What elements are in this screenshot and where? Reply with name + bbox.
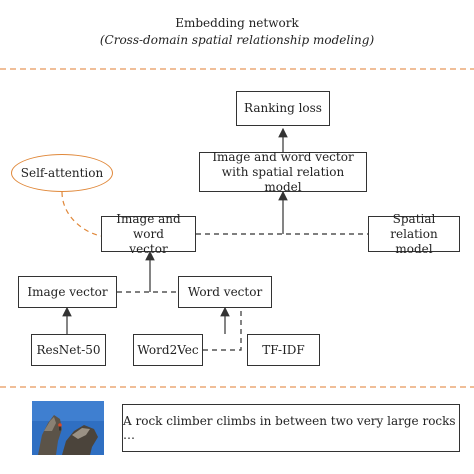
self-attention-link — [61, 191, 102, 237]
spatial-combined-line1: Image and word vector — [212, 149, 354, 164]
caption-box: A rock climber climbs in between two ver… — [122, 404, 460, 452]
image-vector-box: Image vector — [18, 276, 117, 308]
ranking-loss-label: Ranking loss — [244, 101, 322, 115]
spatial-relation-box: Spatial relation model — [368, 212, 460, 256]
resnet-box: ResNet-50 — [31, 334, 106, 366]
word2vec-label: Word2Vec — [137, 342, 199, 357]
word2vec-box: Word2Vec — [133, 334, 203, 366]
diagram-title: Embedding network — [175, 16, 299, 30]
link-tfidf — [203, 308, 242, 351]
image-word-vector-box: Image and word vector — [101, 212, 196, 256]
image-vector-label: Image vector — [27, 284, 108, 299]
diagram-subtitle: (Cross-domain spatial relationship model… — [99, 33, 375, 47]
resnet-label: ResNet-50 — [36, 342, 101, 357]
spatial-relation-line1: Spatial relation — [390, 211, 438, 241]
tfidf-box: TF-IDF — [247, 334, 320, 366]
word-vector-box: Word vector — [178, 276, 272, 308]
word-vector-label: Word vector — [187, 284, 263, 299]
self-attention-label: Self-attention — [20, 166, 104, 180]
spatial-combined-box: Image and word vector with spatial relat… — [199, 149, 367, 194]
caption-text: A rock climber climbs in between two ver… — [123, 414, 456, 442]
ranking-loss-box: Ranking loss — [236, 91, 330, 126]
spatial-relation-line2: model — [395, 241, 433, 256]
example-image — [32, 401, 104, 455]
image-word-line2: vector — [129, 241, 168, 256]
image-word-line1: Image and word — [116, 211, 181, 241]
spatial-combined-line2: with spatial relation model — [221, 164, 345, 194]
tfidf-label: TF-IDF — [262, 342, 305, 357]
self-attention-oval: Self-attention — [11, 154, 113, 192]
